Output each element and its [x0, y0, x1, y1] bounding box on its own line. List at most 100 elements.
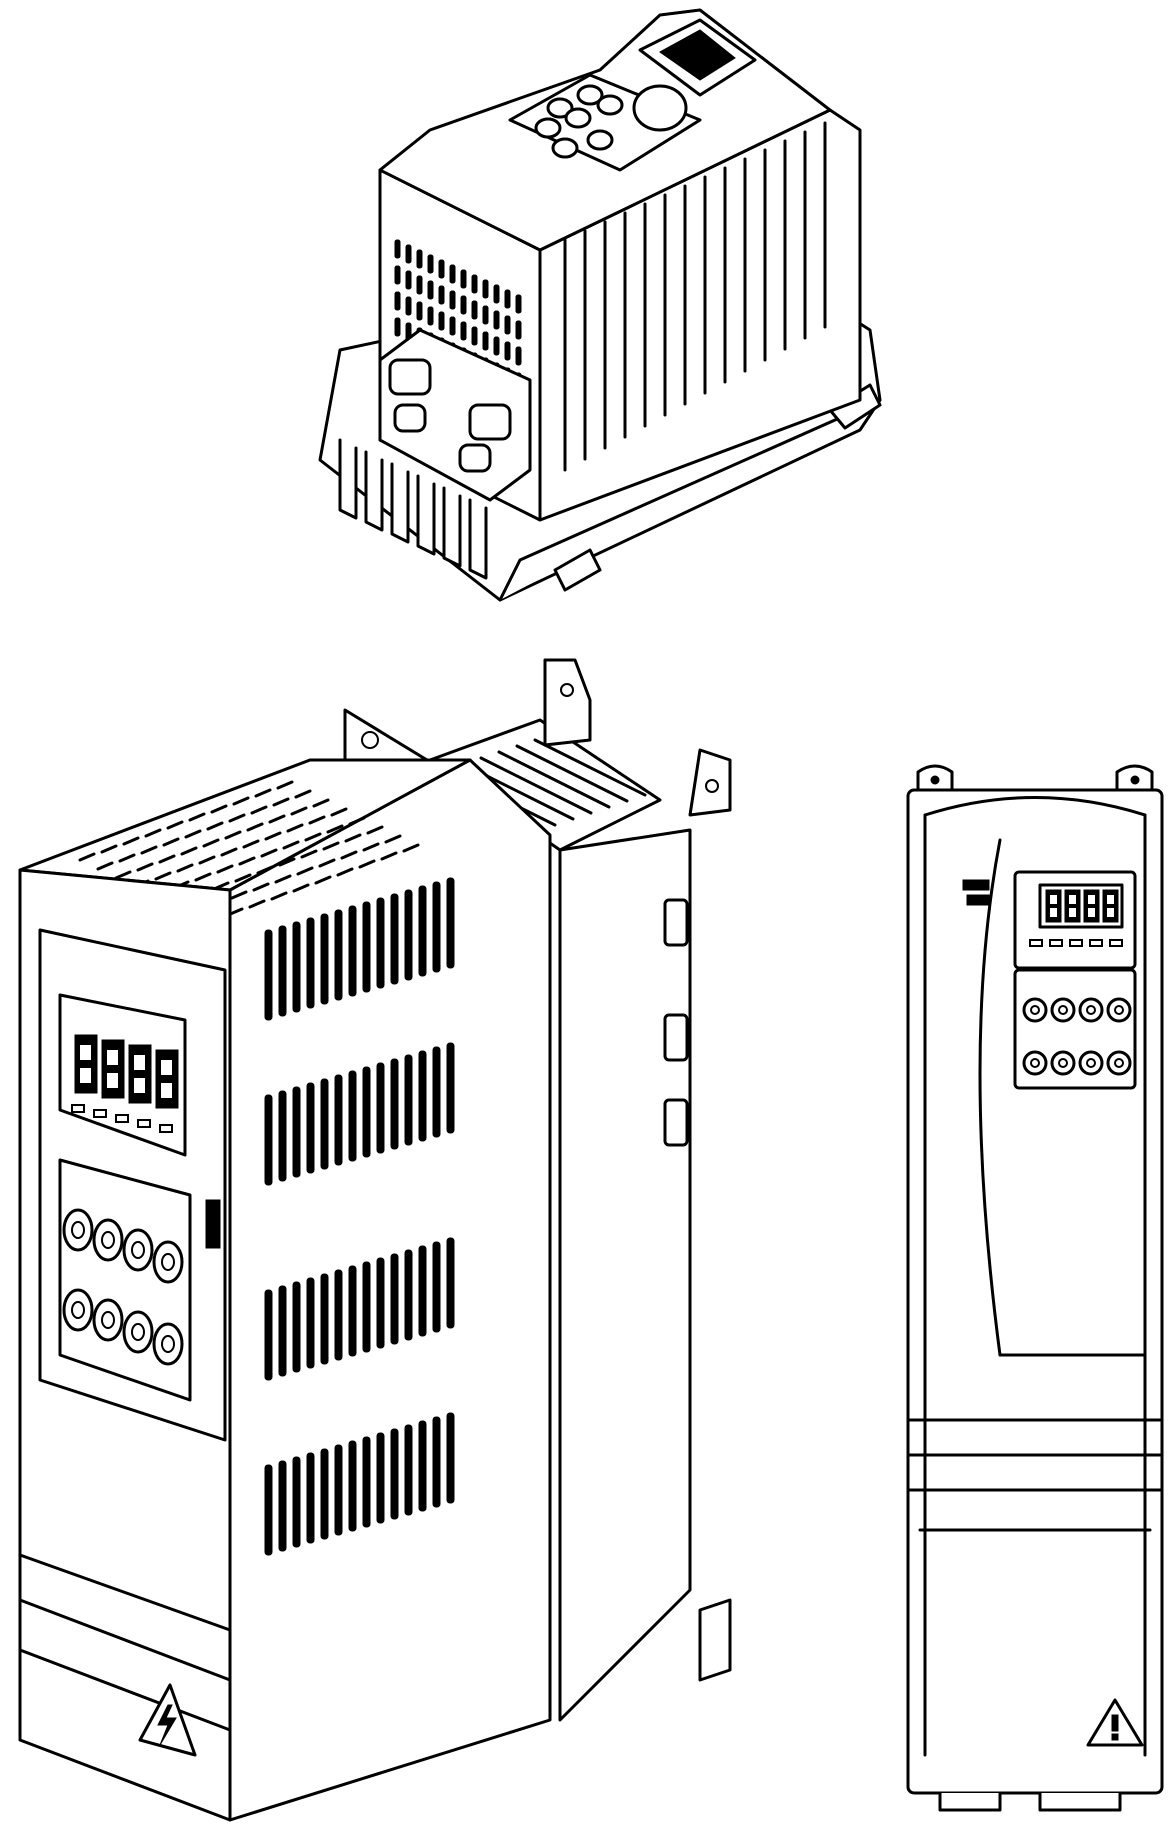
digit-gap: [107, 1050, 118, 1065]
lightning-bolt: [157, 1704, 177, 1746]
side-vent: [278, 925, 287, 1017]
top-display-digits: [659, 29, 736, 81]
vent-slot: [394, 239, 401, 259]
top-vent: [318, 858, 336, 868]
side-vent: [446, 1237, 455, 1329]
slim-drive: [906, 764, 1164, 1812]
key-symbol: [131, 1241, 145, 1259]
key-symbol: [71, 1221, 85, 1239]
side-vent: [362, 1066, 371, 1158]
digit-gap: [161, 1083, 172, 1098]
key-button: [122, 1228, 154, 1272]
key-symbol: [131, 1323, 145, 1341]
side-vent: [348, 1265, 357, 1357]
led: [115, 1114, 129, 1123]
base-fin: [338, 438, 358, 520]
side-vent: [446, 877, 455, 969]
side-vent: [376, 1257, 385, 1349]
key-button: [1050, 1050, 1076, 1076]
top-vent: [206, 821, 224, 831]
keypad-buttons: [534, 84, 624, 159]
top-vent: [176, 863, 194, 873]
top-vent: [194, 872, 212, 882]
vent-slot: [493, 284, 500, 304]
top-vent: [248, 899, 266, 909]
digit-gap: [161, 1060, 172, 1075]
key-symbol: [1058, 1058, 1068, 1068]
top-vent: [358, 859, 376, 869]
led: [1049, 939, 1063, 947]
top-vent: [136, 862, 154, 872]
top-vent: [380, 851, 398, 861]
key-button: [122, 1310, 154, 1354]
top-vent: [322, 841, 340, 851]
side-vent: [376, 897, 385, 989]
key-button: [92, 1298, 124, 1342]
top-vent: [140, 845, 158, 855]
top-vent: [362, 842, 380, 852]
side-vents: [264, 877, 455, 1556]
top-vent: [344, 833, 362, 843]
digit-gap: [80, 1045, 91, 1060]
top-vent: [220, 847, 238, 857]
key-button: [564, 107, 592, 129]
vent-slot: [438, 285, 445, 305]
vent-slot: [449, 316, 456, 336]
side-vent: [264, 1464, 273, 1556]
vent-slot: [504, 289, 511, 309]
top-vent: [330, 807, 348, 817]
keypad-buttons: [62, 1208, 184, 1366]
vent-slot: [405, 244, 412, 264]
side-vent: [418, 885, 427, 977]
plate-hole-1: [361, 731, 379, 749]
vent-slot: [460, 269, 467, 289]
top-vent: [100, 844, 118, 854]
vent-slot: [416, 249, 423, 269]
vent-slot: [471, 274, 478, 294]
side-vent: [376, 1062, 385, 1154]
side-vent: [432, 1241, 441, 1333]
rear-fin: [497, 750, 611, 809]
key-symbol: [1114, 1005, 1124, 1015]
side-vent: [404, 1249, 413, 1341]
top-vent: [260, 848, 278, 858]
base-fin: [390, 462, 410, 544]
key-button: [152, 1240, 184, 1284]
side-vent: [418, 1050, 427, 1142]
top-vent: [278, 857, 296, 867]
digit-gap: [1107, 895, 1114, 904]
digit-gap: [1050, 895, 1057, 904]
vent-slot: [515, 346, 522, 366]
vent-slot: [482, 279, 489, 299]
key-button: [62, 1208, 94, 1252]
top-vent: [232, 796, 250, 806]
side-vent: [446, 1042, 455, 1134]
side-vent: [306, 917, 315, 1009]
side-vent: [404, 889, 413, 981]
digit-gap: [134, 1055, 145, 1070]
rear-fin: [479, 756, 593, 815]
side-vent: [334, 1444, 343, 1536]
vent-slot: [405, 270, 412, 290]
side-vent: [446, 1412, 455, 1504]
large-drive: [18, 658, 732, 1822]
top-vent: [188, 812, 206, 822]
top-vent: [118, 853, 136, 863]
base-fin: [468, 498, 488, 580]
top-vent: [268, 814, 286, 824]
side-vent: [264, 929, 273, 1021]
side-vent: [306, 1452, 315, 1544]
top-vent: [308, 815, 326, 825]
top-vent: [202, 838, 220, 848]
key-button: [1078, 1050, 1104, 1076]
top-vent: [144, 828, 162, 838]
seven-segment-display: [71, 1034, 179, 1133]
top-vent: [292, 883, 310, 893]
vent-slot: [482, 331, 489, 351]
digit-gap: [107, 1073, 118, 1088]
digit: [128, 1044, 152, 1104]
digit-gap: [1069, 908, 1076, 917]
key-button: [1106, 997, 1132, 1023]
digit: [1083, 889, 1100, 923]
